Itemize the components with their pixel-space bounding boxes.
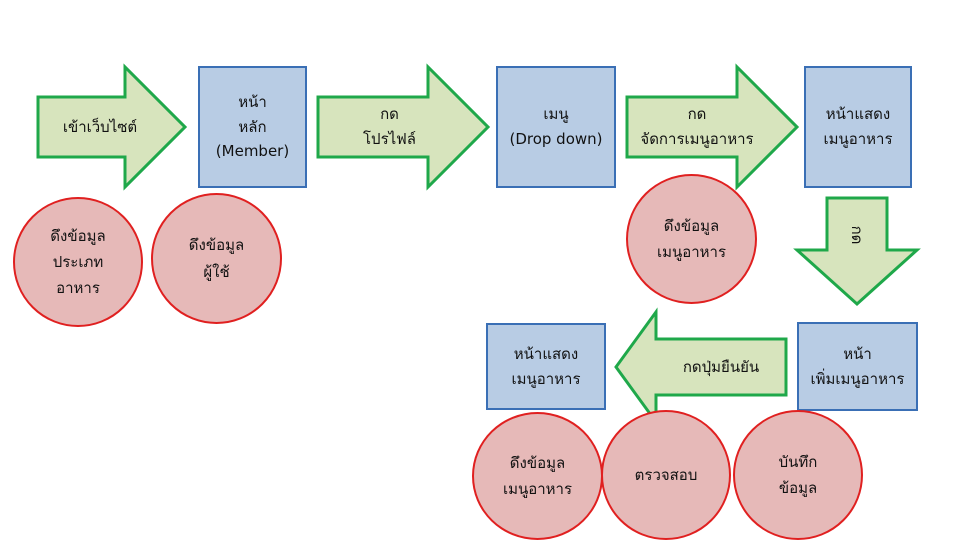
arrow-enter-site xyxy=(36,63,188,191)
fetch-food-menu-bottom-circle: ดึงข้อมูล เมนูอาหาร xyxy=(472,412,603,540)
show-food-menu-top-box: หน้าแสดง เมนูอาหาร xyxy=(804,66,912,188)
arrow-press-down xyxy=(793,196,921,307)
arrow-press-profile-label: กด โปรไฟล์ xyxy=(363,105,416,148)
fetch-food-types-circle: ดึงข้อมูล ประเภท อาหาร xyxy=(13,197,143,327)
show-food-menu-bottom-box: หน้าแสดง เมนูอาหาร xyxy=(486,323,606,410)
arrow-press-confirm-label: กดปุ่มยืนยัน xyxy=(682,357,760,376)
menu-dropdown-box: เมนู (Drop down) xyxy=(496,66,616,188)
arrow-press-profile xyxy=(316,63,491,191)
save-data-circle: บันทึก ข้อมูล xyxy=(733,410,863,540)
fetch-food-menu-top-circle: ดึงข้อมูล เมนูอาหาร xyxy=(626,174,757,304)
add-food-menu-box: หน้า เพิ่มเมนูอาหาร xyxy=(797,322,918,411)
fetch-users-circle: ดึงข้อมูล ผู้ใช้ xyxy=(151,193,282,324)
verify-circle: ตรวจสอบ xyxy=(601,410,731,540)
arrow-enter-site-label: เข้าเว็บไซต์ xyxy=(62,117,138,136)
arrow-press-manage-menu-label: กด จัดการเมนูอาหาร xyxy=(640,105,754,148)
arrow-press-down-label: กด xyxy=(848,225,866,245)
arrow-press-confirm xyxy=(614,307,788,427)
main-page-box: หน้า หลัก (Member) xyxy=(198,66,307,188)
arrow-press-manage-menu xyxy=(625,63,800,191)
